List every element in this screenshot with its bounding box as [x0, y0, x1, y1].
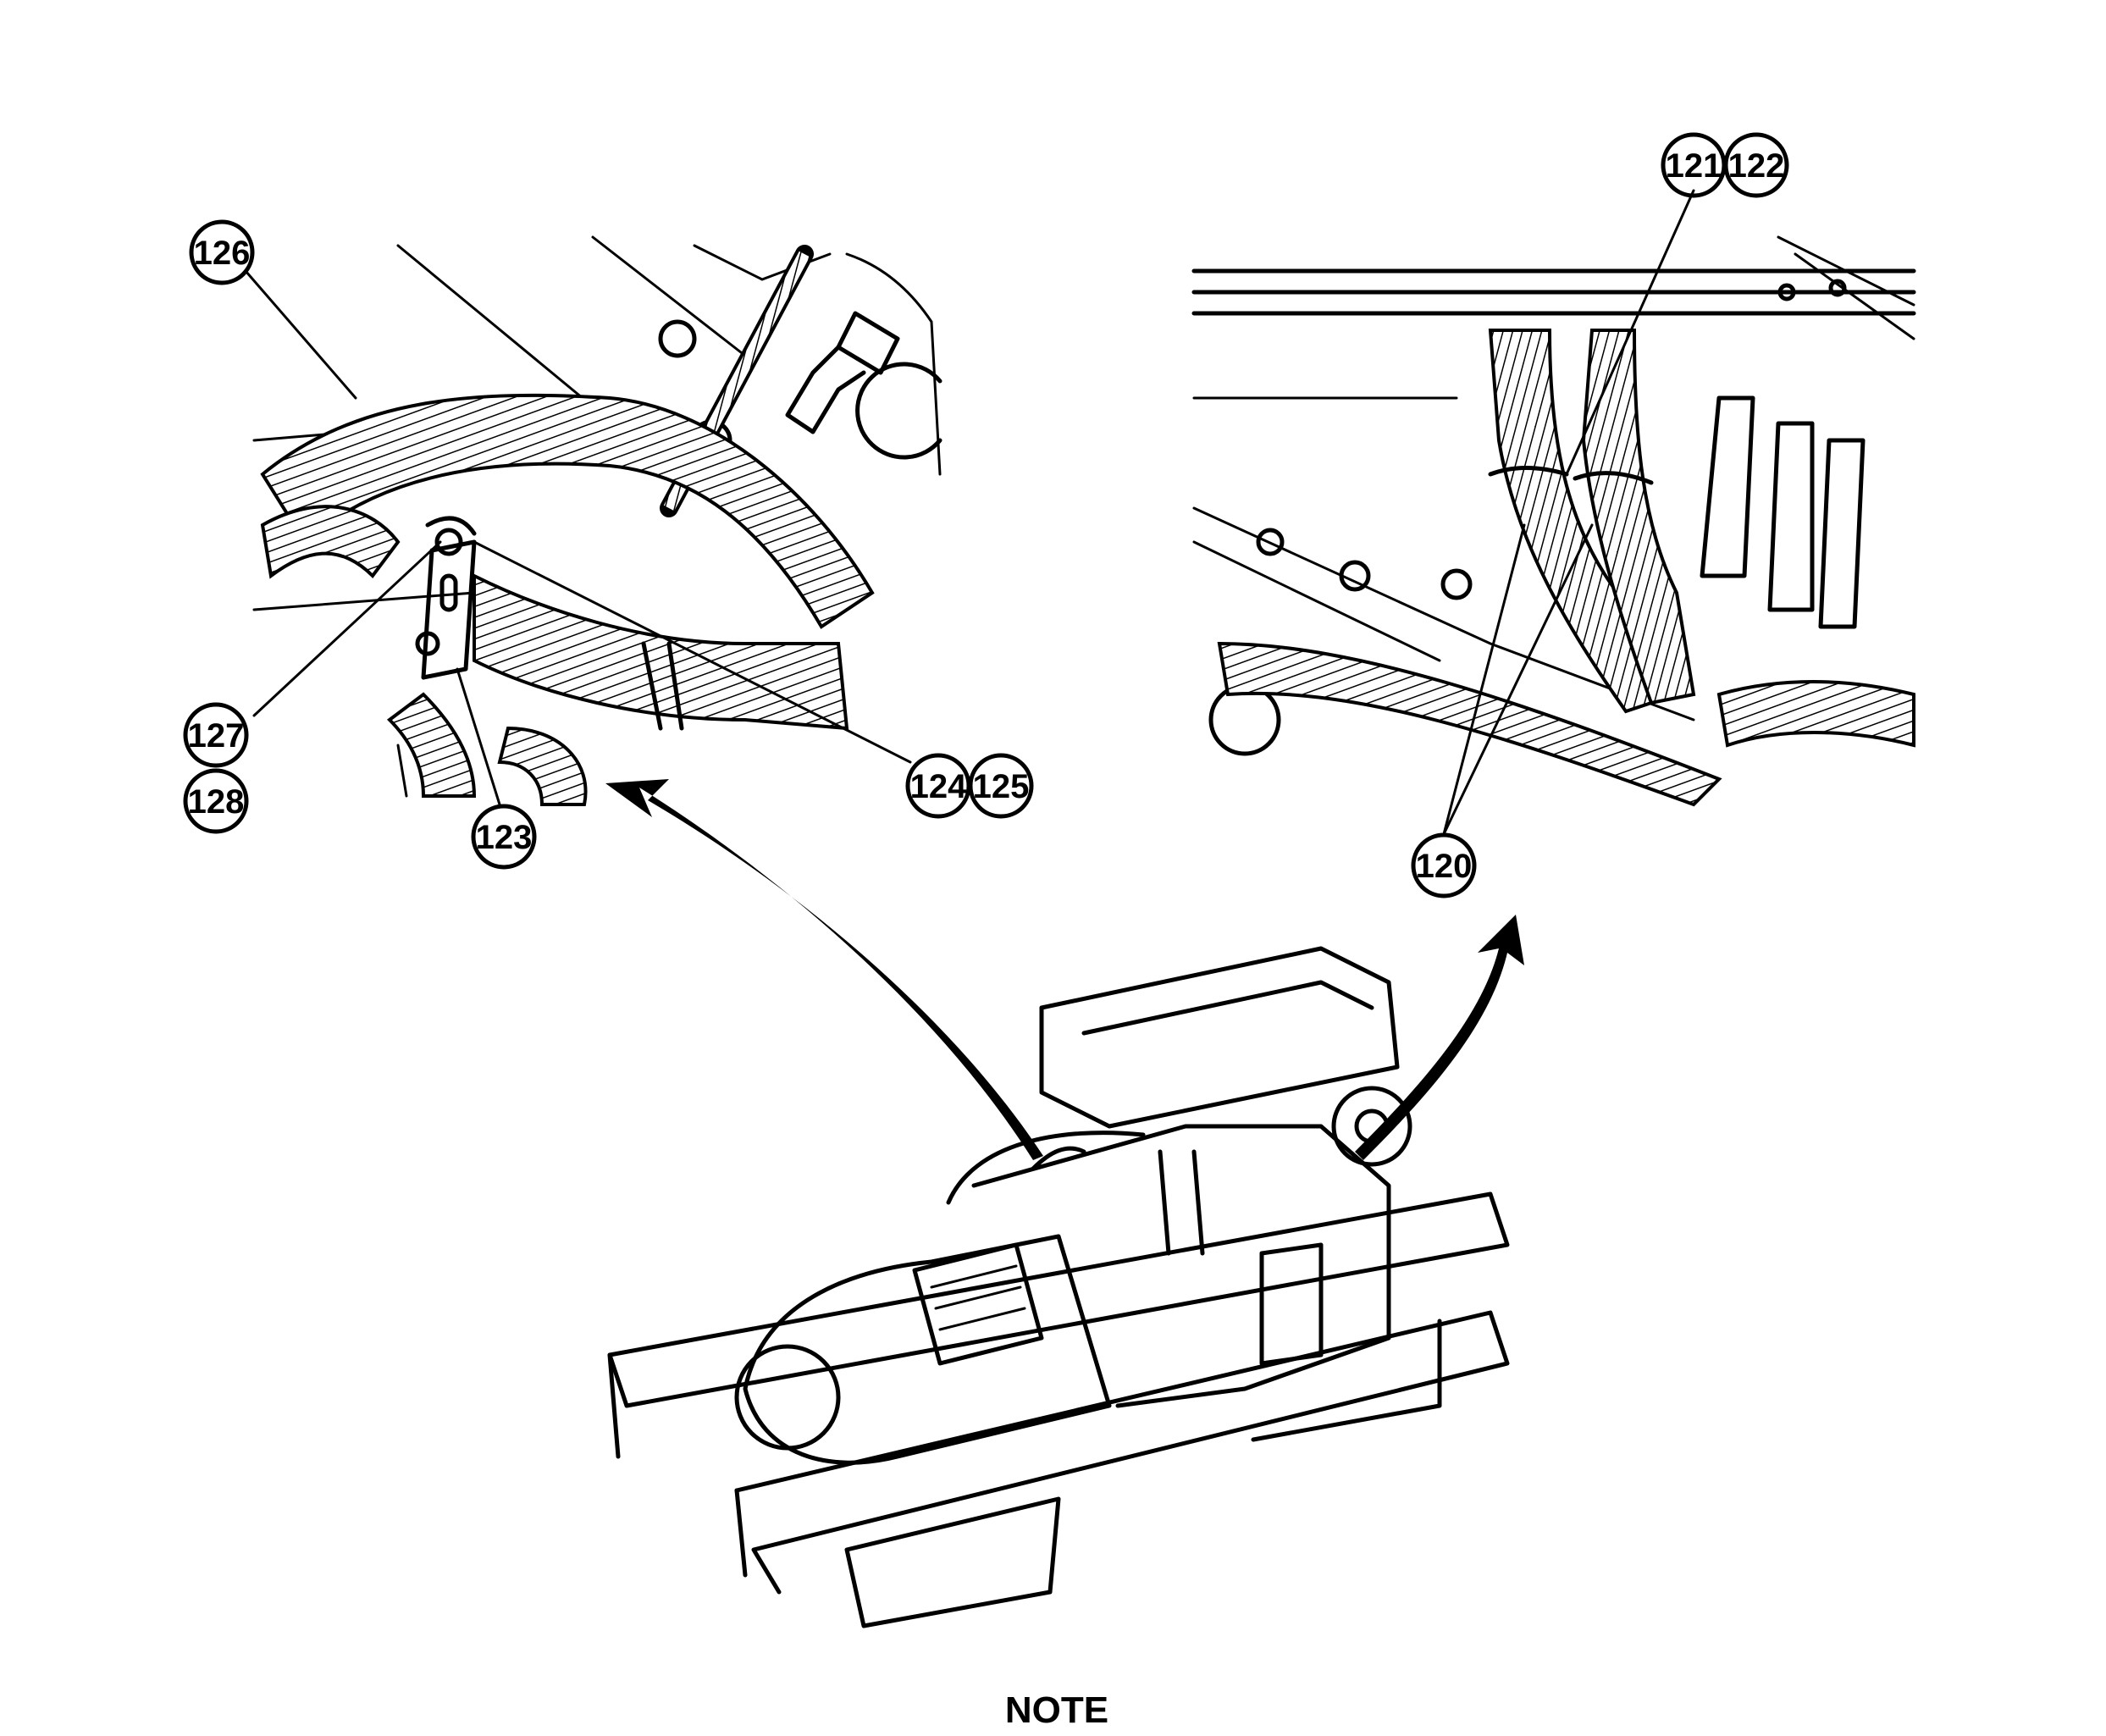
engine-assembly-view	[607, 946, 1510, 1628]
svg-text:121: 121	[1666, 147, 1722, 185]
callout-121: 121	[1661, 132, 1727, 198]
svg-text:127: 127	[188, 717, 245, 755]
callout-128: 128	[183, 768, 249, 834]
callout-120: 120	[1411, 832, 1477, 898]
callout-124: 124	[905, 753, 971, 819]
svg-text:123: 123	[476, 819, 533, 856]
svg-text:128: 128	[188, 783, 245, 821]
svg-text:125: 125	[973, 768, 1030, 805]
svg-text:120: 120	[1416, 848, 1473, 885]
callout-127: 127	[183, 702, 249, 768]
svg-text:124: 124	[910, 768, 967, 805]
callout-125: 125	[968, 753, 1034, 819]
big-arrows	[605, 779, 1524, 1160]
callout-126: 126	[189, 219, 255, 285]
left-detail-view	[252, 235, 942, 806]
note-heading: NOTE	[1004, 1689, 1109, 1731]
right-detail-view	[1191, 235, 1916, 807]
callout-123: 123	[471, 804, 537, 870]
svg-text:122: 122	[1728, 147, 1785, 185]
leader-lines	[244, 189, 1695, 836]
callout-122: 122	[1723, 132, 1789, 198]
svg-text:126: 126	[194, 235, 251, 272]
